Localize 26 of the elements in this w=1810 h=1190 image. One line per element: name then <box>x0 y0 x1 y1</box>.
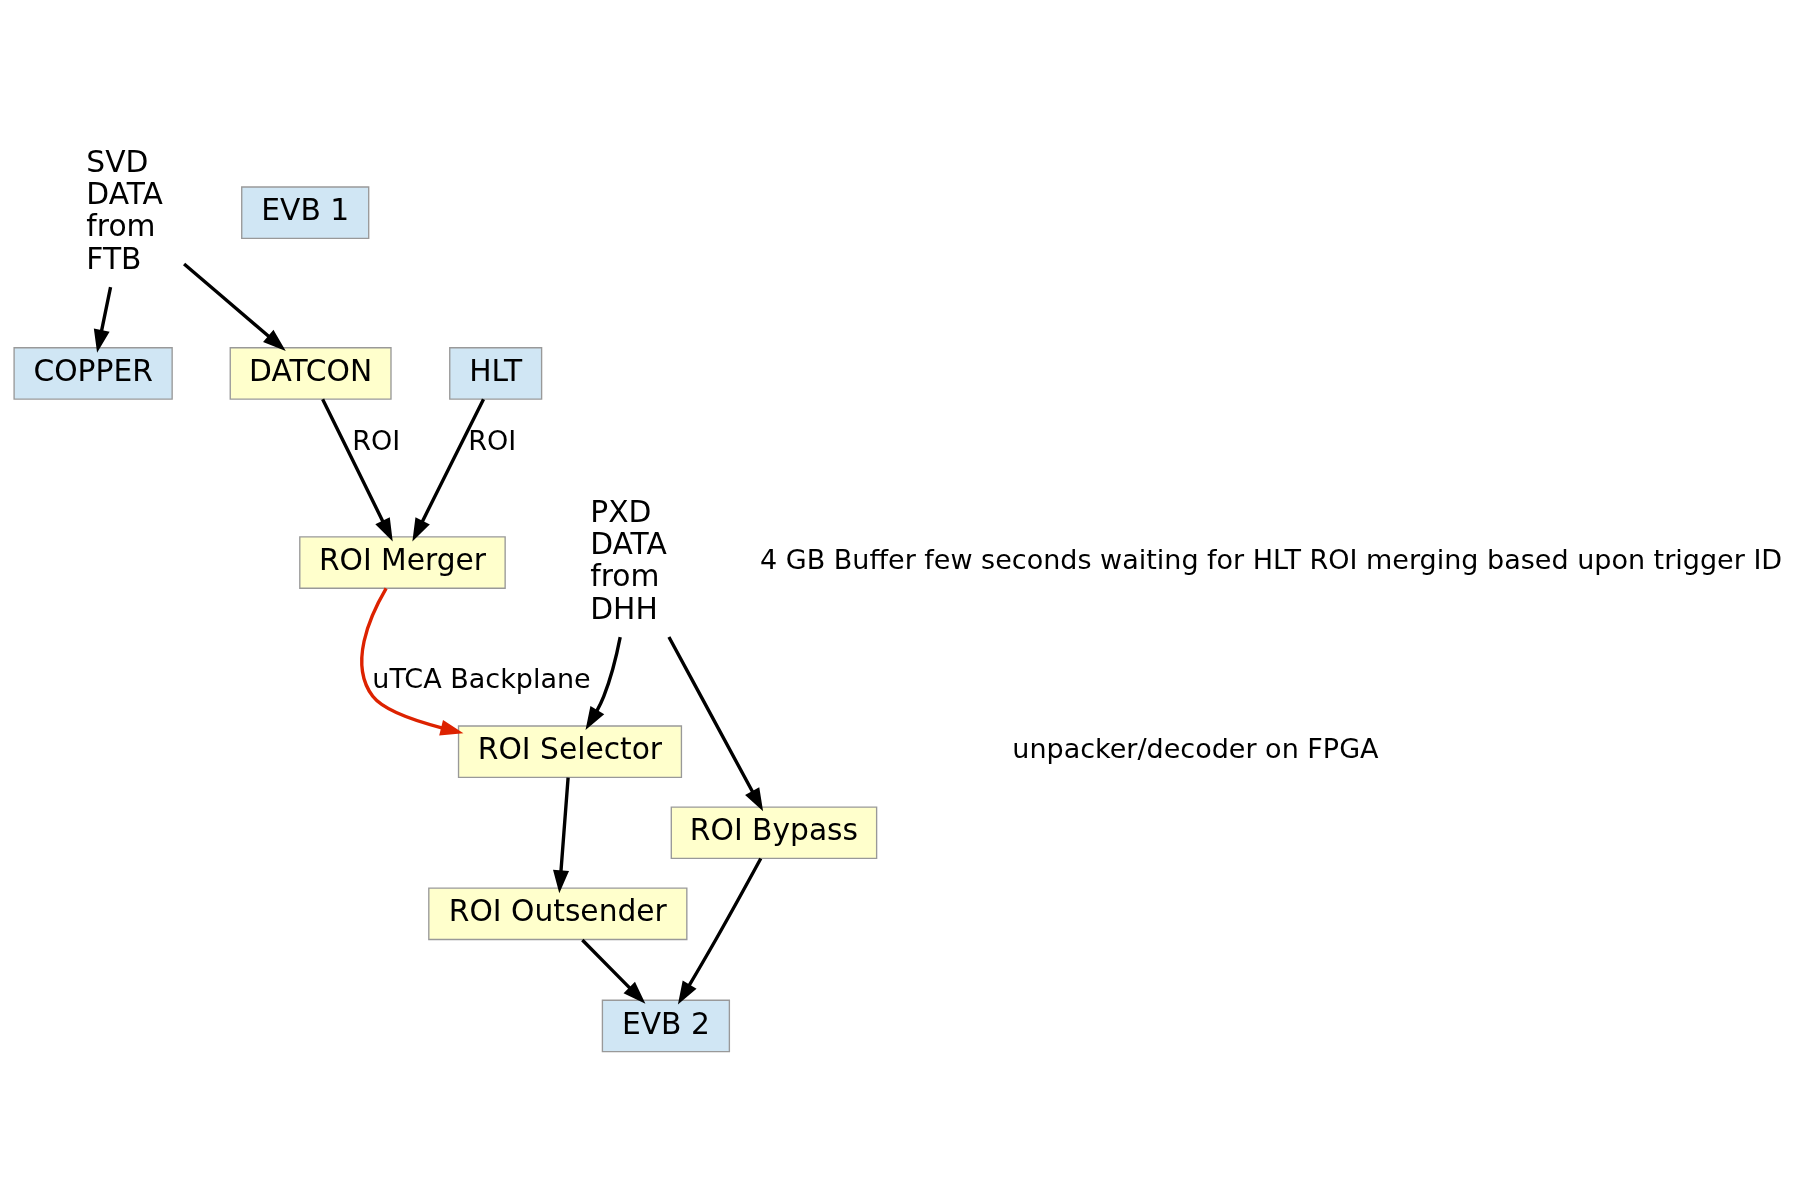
edge-label: ROI <box>352 425 401 457</box>
node-box: ROI Outsender <box>428 887 688 941</box>
node-box: ROI Bypass <box>670 806 878 860</box>
label: 4 GB Buffer few seconds waiting for HLT ROI merging based upon trigger ID <box>760 544 1783 576</box>
arrow <box>585 636 622 730</box>
node-box: EVB 1 <box>241 186 370 240</box>
node-box: COPPER <box>13 347 173 400</box>
node-box: HLT <box>449 347 543 400</box>
edge-label: uTCA Backplane <box>372 663 591 695</box>
arrow <box>667 636 764 812</box>
node-box: EVB 2 <box>601 999 731 1053</box>
node-box: DATCON <box>229 347 392 400</box>
node-text: SVD DATA from FTB <box>86 143 163 276</box>
arrow <box>677 857 763 1005</box>
arrow <box>553 777 570 894</box>
arrow <box>581 938 646 1004</box>
node-box: ROI Selector <box>457 725 683 779</box>
label: unpacker/decoder on FPGA <box>1012 733 1379 765</box>
arrow <box>321 398 393 542</box>
arrow <box>360 587 464 736</box>
node-text: PXD DATA from DHH <box>590 493 667 626</box>
edge-label: ROI <box>468 425 517 457</box>
arrow <box>412 398 485 542</box>
arrow <box>183 262 286 351</box>
node-box: ROI Merger <box>299 536 506 589</box>
arrow <box>93 286 113 353</box>
